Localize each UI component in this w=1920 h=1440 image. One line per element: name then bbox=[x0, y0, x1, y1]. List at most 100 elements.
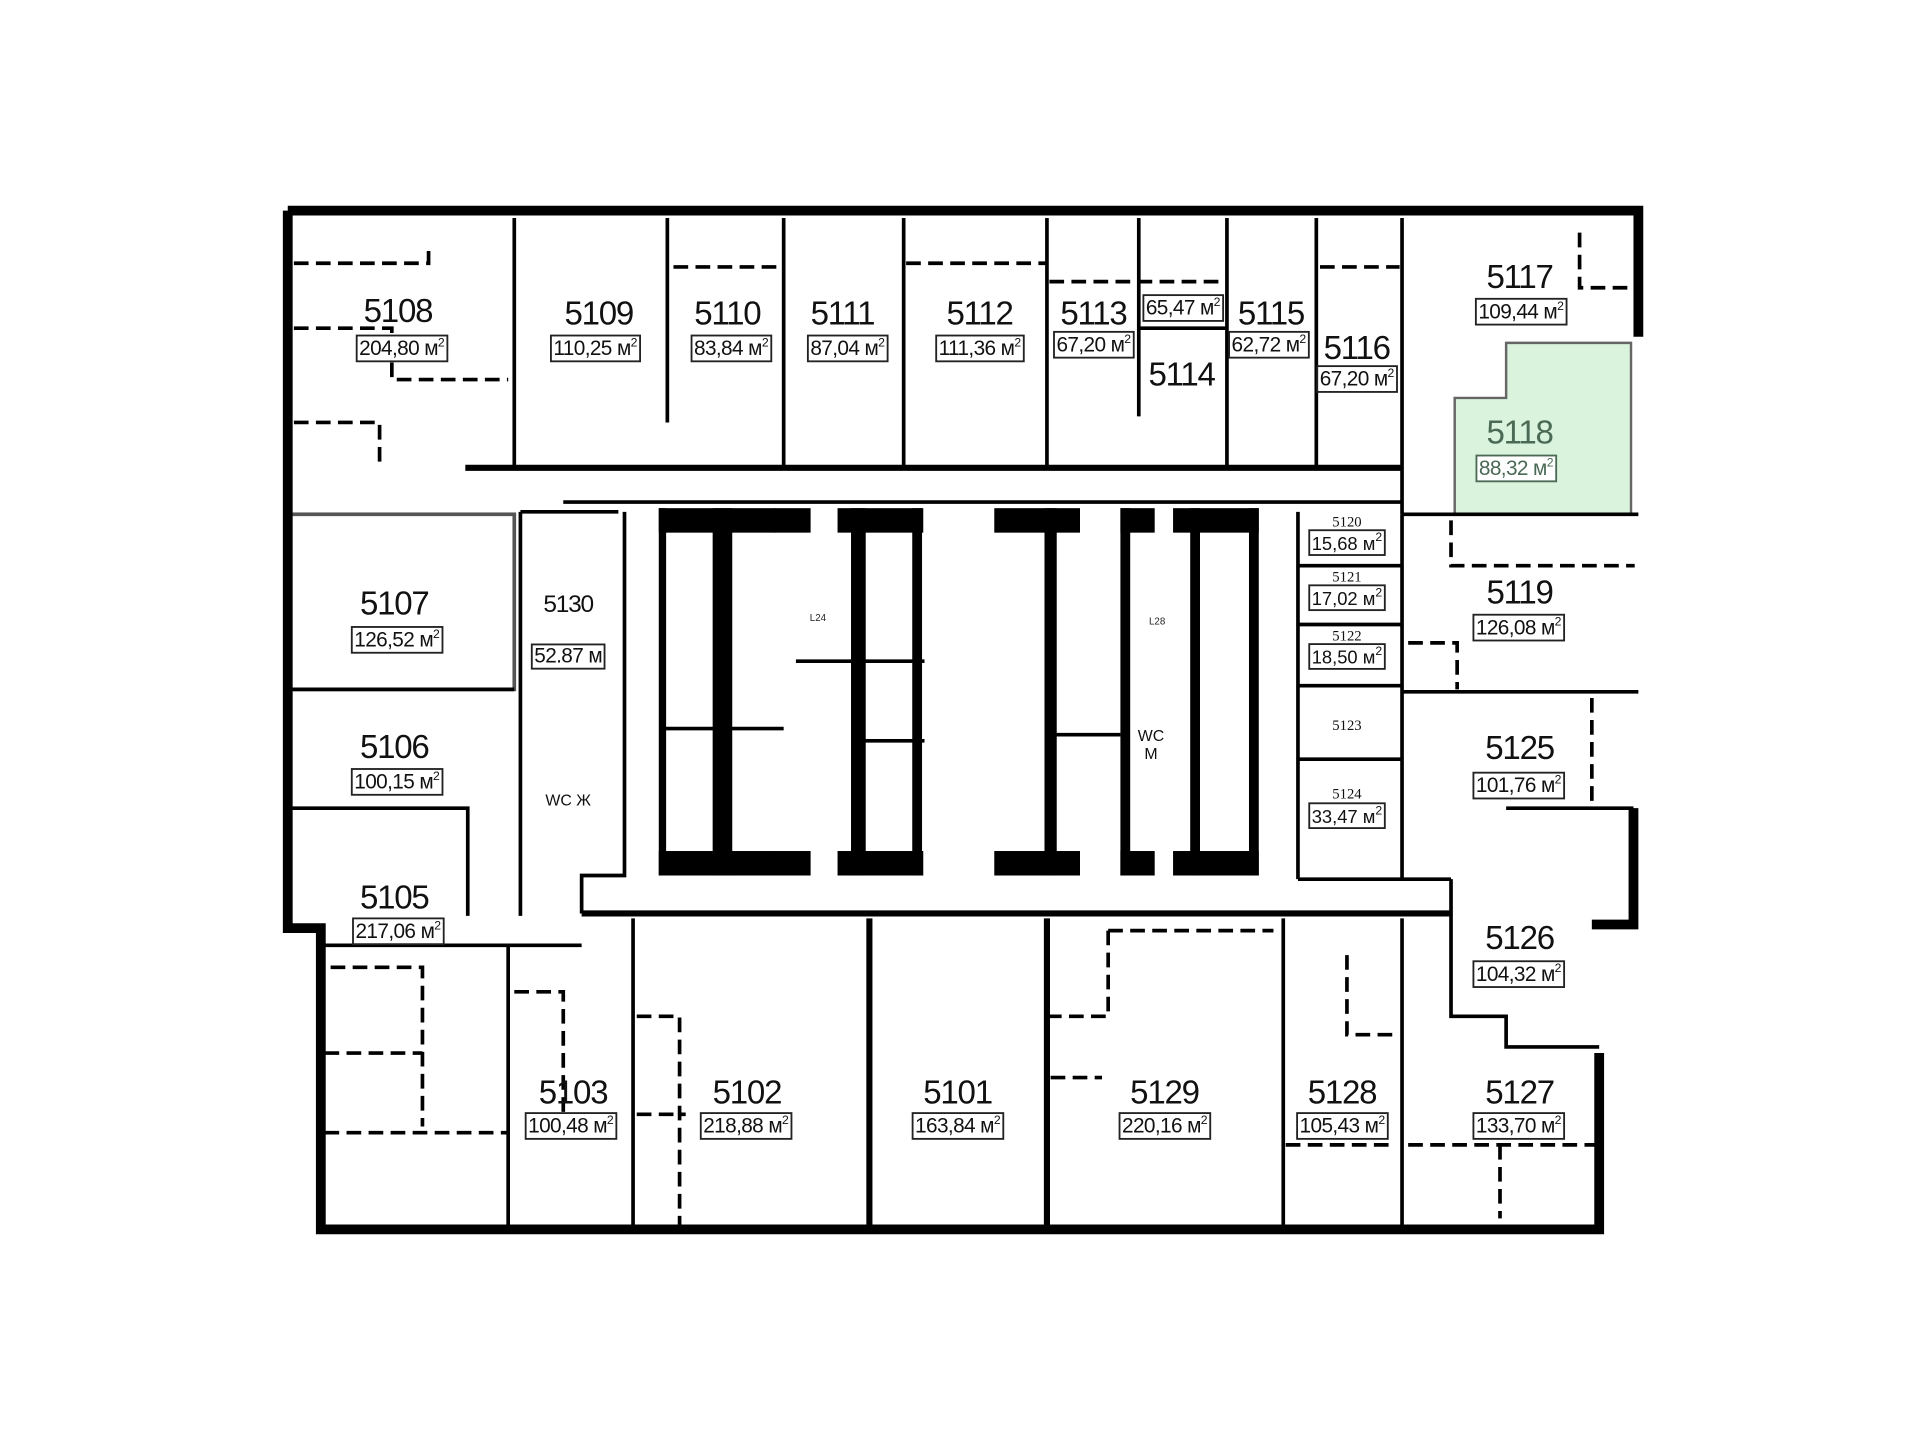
area-value: 204,80 bbox=[359, 337, 424, 360]
area-box bbox=[1308, 529, 1386, 556]
area-exponent: 2 bbox=[762, 336, 769, 350]
room-5119[interactable]: 5119 126,08 м2 bbox=[1472, 575, 1566, 642]
room-area: 15,68 м2 bbox=[1312, 530, 1383, 554]
area-value: 62,72 bbox=[1232, 333, 1286, 356]
area-value: 133,70 bbox=[1476, 1115, 1541, 1138]
room-number: 5118 bbox=[1487, 414, 1553, 451]
area-box bbox=[1472, 613, 1566, 642]
area-unit: м bbox=[593, 1115, 607, 1138]
area-value: 111,36 bbox=[939, 337, 1001, 360]
area-box bbox=[530, 643, 606, 670]
area-exponent: 2 bbox=[994, 1113, 1001, 1127]
area-exponent: 2 bbox=[433, 769, 440, 783]
building-core bbox=[658, 508, 1259, 876]
room-area: 62,72 м2 bbox=[1232, 332, 1307, 357]
room-number: 5126 bbox=[1485, 920, 1554, 957]
room-area: 217,06 м2 bbox=[355, 918, 441, 943]
area-unit: м bbox=[1286, 333, 1300, 356]
lift-label-right: L28 bbox=[1149, 616, 1166, 627]
area-unit: м bbox=[1111, 333, 1125, 356]
area-unit: м bbox=[419, 771, 433, 794]
area-exponent: 2 bbox=[1299, 332, 1306, 346]
room-number: 5115 bbox=[1238, 295, 1304, 332]
room-number: 5119 bbox=[1487, 575, 1553, 612]
room-number: 5101 bbox=[923, 1074, 992, 1111]
room-area: 204,80 м2 bbox=[359, 336, 445, 361]
wc-men-label: WC bbox=[1138, 728, 1165, 745]
area-unit: м bbox=[748, 337, 762, 360]
area-exponent: 2 bbox=[1124, 332, 1131, 346]
area-exponent: 2 bbox=[631, 336, 638, 350]
area-exponent: 2 bbox=[1378, 1113, 1385, 1127]
room-area: 65,47 м2 bbox=[1146, 295, 1221, 320]
area-value: 126,08 bbox=[1476, 616, 1541, 639]
area-exponent: 2 bbox=[1555, 773, 1562, 787]
area-exponent: 2 bbox=[1555, 615, 1562, 629]
room-5123[interactable]: 5123 bbox=[1332, 718, 1361, 734]
room-number: 5123 bbox=[1332, 718, 1361, 734]
area-box bbox=[1308, 802, 1386, 830]
area-value: 105,43 bbox=[1300, 1115, 1365, 1138]
area-box bbox=[935, 334, 1025, 363]
area-unit: м bbox=[1541, 963, 1555, 986]
area-value: 109,44 bbox=[1478, 300, 1543, 323]
room-area: 88,32 м2 bbox=[1479, 456, 1554, 481]
room-number: 5117 bbox=[1487, 259, 1553, 296]
area-unit: м bbox=[1187, 1115, 1201, 1138]
area-value: 100,15 bbox=[354, 771, 419, 794]
area-box bbox=[352, 917, 445, 946]
area-box bbox=[1472, 960, 1566, 988]
room-5108[interactable]: 5108 204,80 м2 bbox=[355, 293, 449, 363]
area-box bbox=[699, 1112, 793, 1140]
room-number: 5111 bbox=[811, 295, 875, 332]
room-number: 5120 bbox=[1332, 515, 1361, 531]
area-unit: м bbox=[419, 629, 433, 652]
area-box bbox=[690, 334, 773, 363]
room-area: 126,52 м2 bbox=[354, 627, 440, 652]
room-area: 52.87 м bbox=[534, 644, 602, 667]
room-area: 33,47 м2 bbox=[1312, 803, 1383, 827]
area-box bbox=[1472, 771, 1566, 800]
area-box bbox=[524, 1112, 618, 1140]
room-area: 218,88 м2 bbox=[703, 1113, 789, 1138]
room-number: 5105 bbox=[360, 880, 429, 917]
area-unit: м bbox=[1541, 616, 1555, 639]
area-unit: м bbox=[980, 1115, 994, 1138]
area-exponent: 2 bbox=[1547, 456, 1554, 470]
room-number: 5108 bbox=[364, 293, 433, 330]
area-exponent: 2 bbox=[1375, 803, 1382, 817]
room-5118[interactable]: 5118 88,32 м2 bbox=[1475, 414, 1558, 483]
walls bbox=[282, 205, 1644, 1235]
area-unit: м bbox=[1365, 1115, 1379, 1138]
area-exponent: 2 bbox=[782, 1113, 789, 1127]
wc-women-label: WC Ж bbox=[545, 793, 591, 810]
area-value: 126,52 bbox=[354, 629, 419, 652]
area-exponent: 2 bbox=[1555, 961, 1562, 975]
